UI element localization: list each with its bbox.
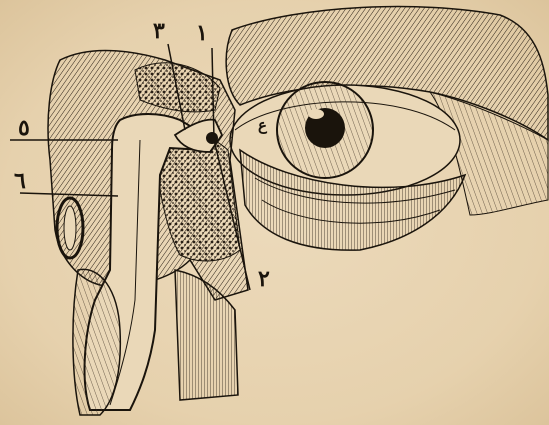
label-5: ٥ xyxy=(18,117,30,139)
label-6: ٦ xyxy=(14,170,26,192)
label-2: ٢ xyxy=(258,268,270,290)
iris-mark: ع xyxy=(258,118,267,133)
label-3: ٣ xyxy=(153,20,165,42)
label-1: ١ xyxy=(196,22,208,44)
